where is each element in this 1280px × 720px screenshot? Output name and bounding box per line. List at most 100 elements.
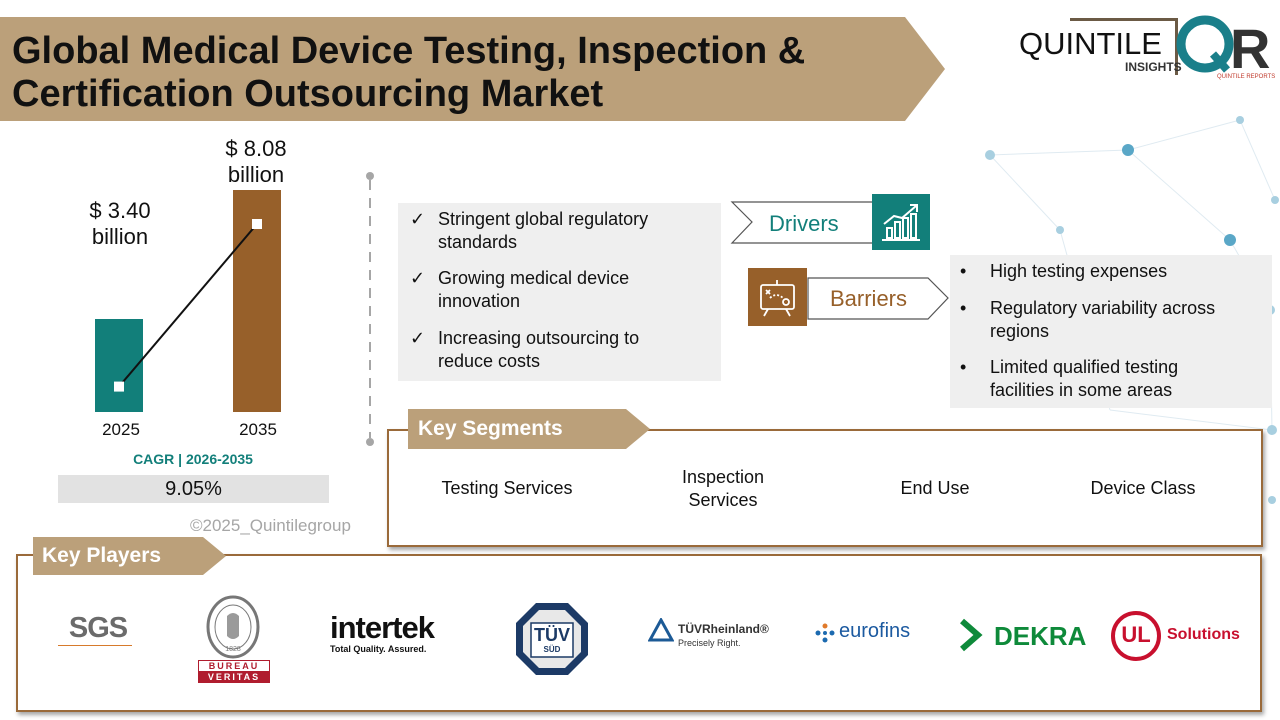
value-label-2035: $ 8.08 billion bbox=[206, 136, 306, 188]
barrier-item: • Limited qualified testing facilities i… bbox=[960, 356, 1265, 402]
eurofins-logo: eurofins bbox=[815, 620, 925, 648]
trend-line-segment bbox=[118, 223, 258, 388]
cagr-label: CAGR | 2026-2035 bbox=[133, 451, 253, 467]
bv-bottom-text: VERITAS bbox=[198, 671, 270, 683]
growth-chart-icon bbox=[882, 204, 920, 241]
bureau-veritas-seal-icon bbox=[206, 595, 260, 659]
title-line-1: Global Medical Device Testing, Inspectio… bbox=[12, 30, 806, 72]
driver-text-line1: Increasing outsourcing to bbox=[438, 328, 640, 348]
segment-inspection-services: Inspection Services bbox=[628, 466, 818, 512]
bullet-icon: • bbox=[960, 261, 967, 281]
barrier-text-line1: High testing expenses bbox=[990, 261, 1168, 281]
logo-mark-sub: QUINTILE REPORTS bbox=[1217, 74, 1275, 80]
ul-circle-icon bbox=[1111, 611, 1161, 661]
driver-item: ✓ Growing medical device innovation bbox=[410, 267, 710, 313]
barrier-text-line1: Limited qualified testing bbox=[990, 357, 1179, 377]
segment-label-line1: End Use bbox=[900, 478, 970, 498]
ul-solutions-text: Solutions bbox=[1167, 626, 1240, 643]
tuv-sud-octagon-icon bbox=[516, 603, 588, 675]
value-2025-amount: $ 3.40 bbox=[89, 198, 151, 223]
trend-marker-2035 bbox=[252, 219, 262, 229]
copyright-text: ©2025_Quintilegroup bbox=[190, 516, 351, 535]
bar-2025 bbox=[95, 318, 143, 412]
page-title: Global Medical Device Testing, Inspectio… bbox=[12, 30, 912, 116]
svg-text:R: R bbox=[1230, 17, 1270, 80]
driver-text-line2: standards bbox=[438, 232, 518, 252]
barrier-item: • High testing expenses bbox=[960, 260, 1265, 283]
intertek-text: intertek bbox=[330, 610, 435, 645]
driver-text-line2: innovation bbox=[438, 291, 521, 311]
bullet-icon: • bbox=[960, 357, 967, 377]
driver-item: ✓ Increasing outsourcing to reduce costs bbox=[410, 327, 710, 373]
segment-label-line2: Services bbox=[688, 490, 758, 510]
title-line-2: Certification Outsourcing Market bbox=[12, 73, 604, 115]
tuv-rheinland-logo: TÜVRheinland® Precisely Right. bbox=[648, 618, 788, 654]
tuv-rheinland-triangle-icon bbox=[648, 618, 674, 642]
barriers-label: Barriers bbox=[830, 286, 908, 311]
drivers-icon-box bbox=[872, 194, 930, 250]
tuv-sud-logo: TÜV SÜD bbox=[514, 601, 590, 677]
trend-line bbox=[114, 219, 262, 392]
eurofins-text: eurofins bbox=[839, 620, 911, 642]
bv-year: 1828 bbox=[225, 646, 241, 653]
segments-tab-shape bbox=[408, 409, 650, 449]
barriers-icon-box bbox=[748, 268, 807, 326]
barrier-text-line2: regions bbox=[990, 321, 1050, 341]
check-icon: ✓ bbox=[410, 328, 426, 348]
barriers-tag-shape bbox=[807, 277, 949, 320]
players-title: Key Players bbox=[42, 544, 162, 567]
value-2025-unit: billion bbox=[91, 224, 149, 249]
barriers-list: • High testing expenses • Regulatory var… bbox=[950, 255, 1272, 408]
segment-label-line1: Device Class bbox=[1090, 478, 1196, 498]
segment-testing-services: Testing Services bbox=[412, 477, 602, 500]
year-label-2035: 2035 bbox=[239, 420, 277, 439]
tuv-sud-bottom: SÜD bbox=[543, 645, 561, 654]
vertical-divider bbox=[366, 172, 374, 446]
value-2035-amount: $ 8.08 bbox=[225, 136, 287, 161]
segment-device-class: Device Class bbox=[1048, 477, 1238, 500]
sgs-underline bbox=[58, 645, 132, 646]
year-label-2025: 2025 bbox=[102, 420, 140, 439]
logo-sub: INSIGHTS bbox=[1125, 60, 1182, 74]
dekra-text: DEKRA bbox=[994, 621, 1087, 651]
bureau-veritas-logo: 1828 BUREAU VERITAS bbox=[197, 594, 270, 684]
sgs-logo: SGS bbox=[58, 612, 138, 652]
qr-mark-icon: R QUINTILE REPORTS bbox=[1176, 15, 1275, 80]
drivers-list: ✓ Stringent global regulatory standards … bbox=[398, 203, 721, 381]
driver-item: ✓ Stringent global regulatory standards bbox=[410, 208, 710, 254]
segment-label-line1: Inspection bbox=[681, 467, 765, 487]
quintile-logo: QUINTILE INSIGHTS R QUINTILE REPORTS bbox=[1015, 14, 1280, 80]
check-icon: ✓ bbox=[410, 268, 426, 288]
barrier-item: • Regulatory variability across regions bbox=[960, 297, 1265, 343]
driver-text-line2: reduce costs bbox=[438, 351, 541, 371]
value-2035-unit: billion bbox=[227, 162, 285, 187]
check-icon: ✓ bbox=[410, 209, 426, 229]
strategy-board-icon bbox=[760, 280, 795, 317]
dekra-logo: DEKRA bbox=[958, 618, 1087, 654]
tuv-sud-top: TÜV bbox=[534, 625, 570, 645]
drivers-tag-shape bbox=[730, 201, 874, 244]
tuv-rheinland-tagline: Precisely Right. bbox=[678, 638, 741, 648]
sgs-text: SGS bbox=[68, 612, 128, 644]
drivers-label: Drivers bbox=[769, 211, 839, 236]
ul-mark-text: UL bbox=[1121, 622, 1151, 647]
ul-solutions-logo: UL Solutions bbox=[1110, 610, 1240, 662]
intertek-tagline: Total Quality. Assured. bbox=[330, 644, 427, 654]
value-label-2025: $ 3.40 billion bbox=[70, 198, 170, 250]
logo-frame bbox=[1070, 18, 1178, 75]
segments-title: Key Segments bbox=[418, 417, 563, 440]
segment-end-use: End Use bbox=[840, 477, 1030, 500]
segment-label-line1: Testing Services bbox=[441, 478, 573, 498]
eurofins-dots-icon bbox=[815, 623, 835, 643]
barrier-text-line1: Regulatory variability across bbox=[990, 298, 1216, 318]
title-banner bbox=[0, 17, 945, 121]
dekra-chevron-icon bbox=[960, 618, 983, 652]
barrier-text-line2: facilities in some areas bbox=[990, 380, 1173, 400]
players-tab-shape bbox=[33, 537, 226, 575]
intertek-logo: intertek Total Quality. Assured. bbox=[330, 612, 460, 660]
driver-text-line1: Growing medical device bbox=[438, 268, 630, 288]
cagr-value: 9.05% bbox=[58, 475, 329, 503]
bullet-icon: • bbox=[960, 298, 967, 318]
trend-marker-2025 bbox=[114, 381, 124, 392]
tuv-rheinland-text: TÜVRheinland® bbox=[678, 622, 769, 636]
